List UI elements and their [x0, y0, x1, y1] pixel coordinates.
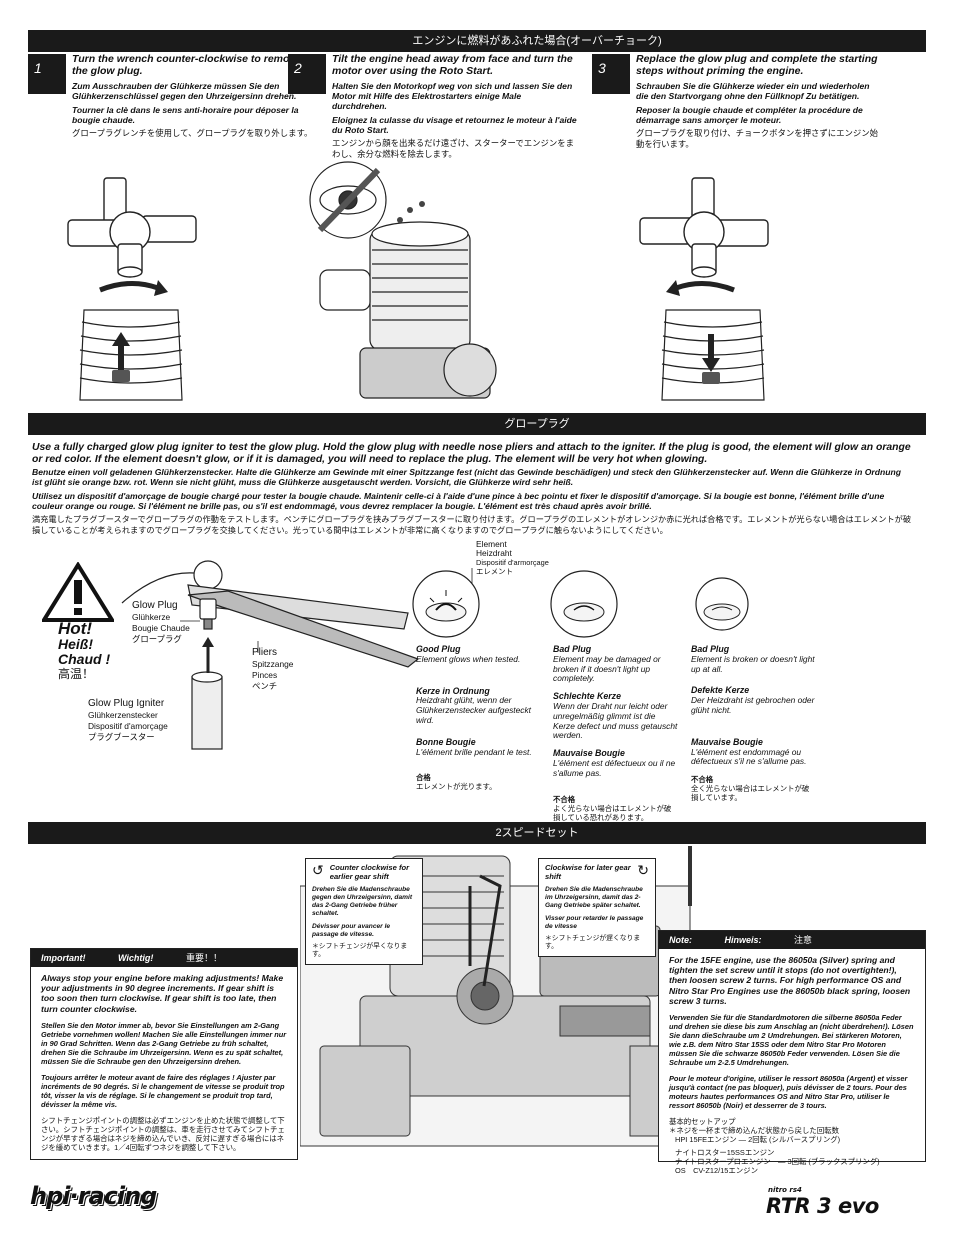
glow-plug-label: Glow Plug Glühkerze Bougie Chaude グロープラグ	[132, 600, 190, 644]
clockwise-arrow-icon: ↻	[637, 862, 649, 878]
step-text-de: Schrauben Sie die Glühkerze wieder ein u…	[636, 81, 870, 101]
section-title: エンジンに燃料があふれた場合(オーバーチョーク)	[412, 35, 662, 47]
step-1: 1 Turn the wrench counter-clockwise to r…	[28, 53, 318, 139]
engine-rotostart-illustration	[309, 161, 497, 399]
glowplug-test-illustration	[121, 560, 420, 750]
important-header: Important! Wichtig! 重要！！	[31, 949, 297, 967]
note-box: Note: Hinweis: 注意 For the 15FE engine, u…	[658, 930, 926, 1175]
note-text-en: For the 15FE engine, use the 86050a (Sil…	[669, 955, 911, 1006]
wrench-install-illustration	[639, 177, 769, 401]
plug-state-illustrations	[412, 568, 749, 638]
important-text-de: Stellen Sie den Motor immer ab, bevor Si…	[41, 1020, 287, 1066]
step-2: 2 Tilt the engine head away from face an…	[288, 53, 578, 159]
step-3: 3 Replace the glow plug and complete the…	[592, 53, 882, 149]
nitro-rs4-logo: nitro rs4	[768, 1186, 802, 1194]
ccw-callout: ↺ Counter clockwise for earlier gear shi…	[305, 858, 423, 965]
pliers-label: Pliers Spitzzange Pinces ペンチ	[252, 647, 294, 691]
step-text-fr: Eloignez la culasse du visage et retourn…	[332, 115, 577, 135]
step-text-en: Turn the wrench counter-clockwise to rem…	[72, 53, 302, 77]
warning-triangle-icon	[42, 562, 114, 622]
step-number: 2	[288, 54, 326, 94]
hpi-racing-logo: hpi·racing	[30, 1182, 157, 1210]
igniter-label: Glow Plug Igniter Glühkerzenstecker Disp…	[88, 698, 168, 742]
important-text-fr: Toujours arrêter le moteur avant de fair…	[41, 1072, 285, 1109]
important-text-en: Always stop your engine before making ad…	[41, 973, 284, 1014]
step-text-en: Replace the glow plug and complete the s…	[636, 53, 878, 77]
element-label: Element Heizdraht Dispositif d'armorçage…	[476, 539, 549, 577]
glowplug-text-fr: Utilisez un dispositif d'amorçage de bou…	[32, 491, 885, 511]
section-title: グロープラグ	[504, 418, 570, 430]
step-number: 1	[28, 54, 66, 94]
hot-warning-label: Hot! Heiß! Chaud ! 高温！	[58, 619, 111, 681]
rtr3-evo-logo: RTR 3 evo	[766, 1194, 879, 1218]
wrench-remove-illustration	[67, 177, 197, 401]
cw-callout: Clockwise for later gear shift ↻ Drehen …	[538, 858, 656, 957]
section-bar-glowplug: グロープラグ	[28, 413, 926, 435]
step-number: 3	[592, 54, 630, 94]
counter-clockwise-arrow-icon: ↺	[312, 862, 324, 878]
step-text-de: Zum Ausschrauben der Glühkerze müssen Si…	[72, 81, 297, 101]
step-text-jp: エンジンから顔を出来るだけ遠ざけ、スターターでエンジンをまわし、余分な燃料を除去…	[332, 138, 574, 159]
important-text-jp: シフトチェンジポイントの調整は必ずエンジンを止めた状態で調整して下さい。シフトチ…	[41, 1115, 285, 1153]
step-text-jp: グロープラグレンチを使用して、グロープラグを取り外します。	[72, 128, 313, 138]
section-bar-twospeed: 2スピードセット	[28, 822, 926, 844]
section-bar-flooded: エンジンに燃料があふれた場合(オーバーチョーク)	[28, 30, 926, 52]
step-text-jp: グロープラグを取り付け、チョークボタンを押さずにエンジン始動を行います。	[636, 128, 878, 149]
step-text-fr: Tourner la clè dans le sens anti-horaire…	[72, 105, 299, 125]
note-text-jp: 基本的セットアップ ＊ネジを一杯まで締め込んだ状態から戻した回転数 HPI 15…	[669, 1117, 880, 1176]
note-header: Note: Hinweis: 注意	[659, 931, 925, 949]
note-text-fr: Pour le moteur d'origine, utiliser le re…	[669, 1074, 908, 1111]
glowplug-text-de: Benutze einen voll geladenen Glühkerzens…	[32, 467, 901, 487]
step-text-en: Tilt the engine head away from face and …	[332, 53, 573, 77]
note-text-de: Verwenden Sie für die Standardmotoren di…	[669, 1013, 914, 1068]
step-text-fr: Reposer la bougie chaude et compléter la…	[636, 105, 863, 125]
step-text-de: Halten Sie den Motorkopf weg von sich un…	[332, 81, 573, 111]
glowplug-text-en: Use a fully charged glow plug igniter to…	[32, 442, 911, 465]
glowplug-text-jp: 満充電したプラグブースターでグロープラグの作動をテストします。ペンチにグロープラ…	[32, 515, 912, 535]
section-title: 2スピードセット	[495, 827, 579, 839]
important-box: Important! Wichtig! 重要！！ Always stop you…	[30, 948, 298, 1160]
